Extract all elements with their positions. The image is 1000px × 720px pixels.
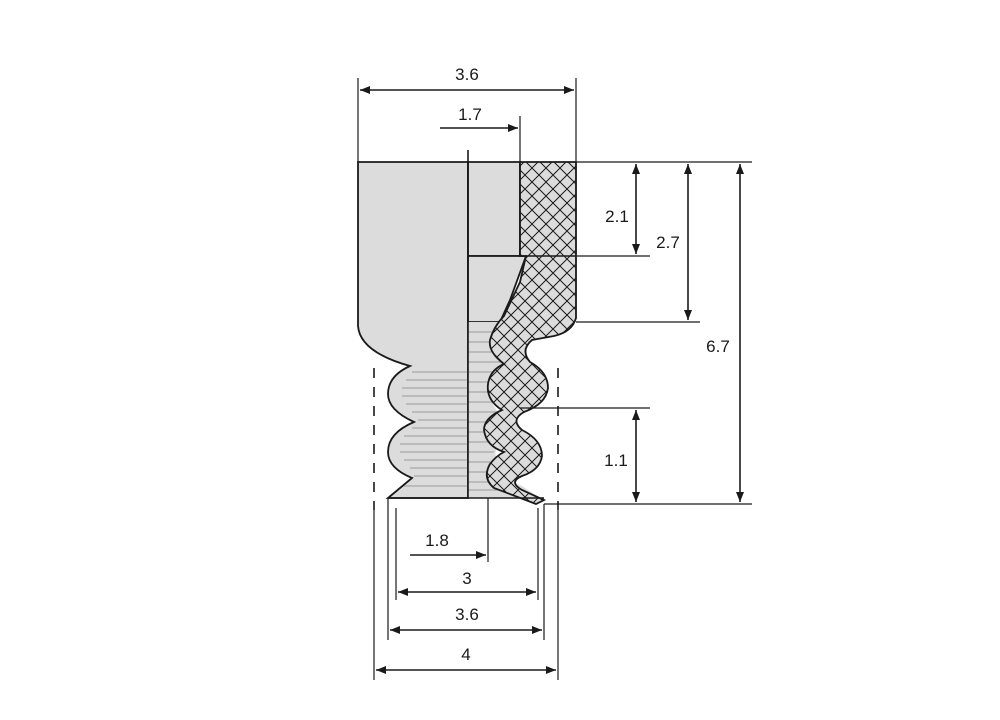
dim-collar-height: 2.7 <box>656 164 692 320</box>
label-bottom-outer-diameter: 4 <box>461 645 470 664</box>
label-top-inner-half: 1.7 <box>458 105 482 124</box>
bottom-extension-lines <box>373 498 559 680</box>
label-total-height: 6.7 <box>706 337 730 356</box>
label-bottom-inner-diameter: 3 <box>462 569 471 588</box>
label-bellows-height: 1.1 <box>604 451 628 470</box>
label-top-outer-diameter: 3.6 <box>455 65 479 84</box>
dim-bottom-lip-diameter: 3.6 <box>390 605 542 634</box>
dim-total-height: 6.7 <box>706 164 744 502</box>
label-collar-height: 2.7 <box>656 233 680 252</box>
dim-bottom-inner-half: 1.8 <box>410 531 486 559</box>
dim-top-inner-half: 1.7 <box>440 105 521 256</box>
dim-upper-height: 2.1 <box>605 164 640 254</box>
label-bottom-inner-half: 1.8 <box>425 531 449 550</box>
dim-bottom-outer-diameter: 4 <box>376 645 556 674</box>
label-bottom-lip-diameter: 3.6 <box>455 605 479 624</box>
dim-bottom-inner-diameter: 3 <box>398 569 536 596</box>
cup-section-right-half <box>467 161 577 505</box>
cup-body-left-half <box>357 161 469 499</box>
extension-lines-right <box>520 161 752 505</box>
dim-top-outer-diameter: 3.6 <box>357 65 577 162</box>
outer-envelope-dashes <box>373 368 559 510</box>
bellows-grooves-right <box>468 331 524 491</box>
cup-wall-section <box>483 161 577 505</box>
bellows-grooves-left <box>400 371 468 487</box>
label-upper-height: 2.1 <box>605 207 629 226</box>
dim-bellows-height: 1.1 <box>604 410 640 502</box>
